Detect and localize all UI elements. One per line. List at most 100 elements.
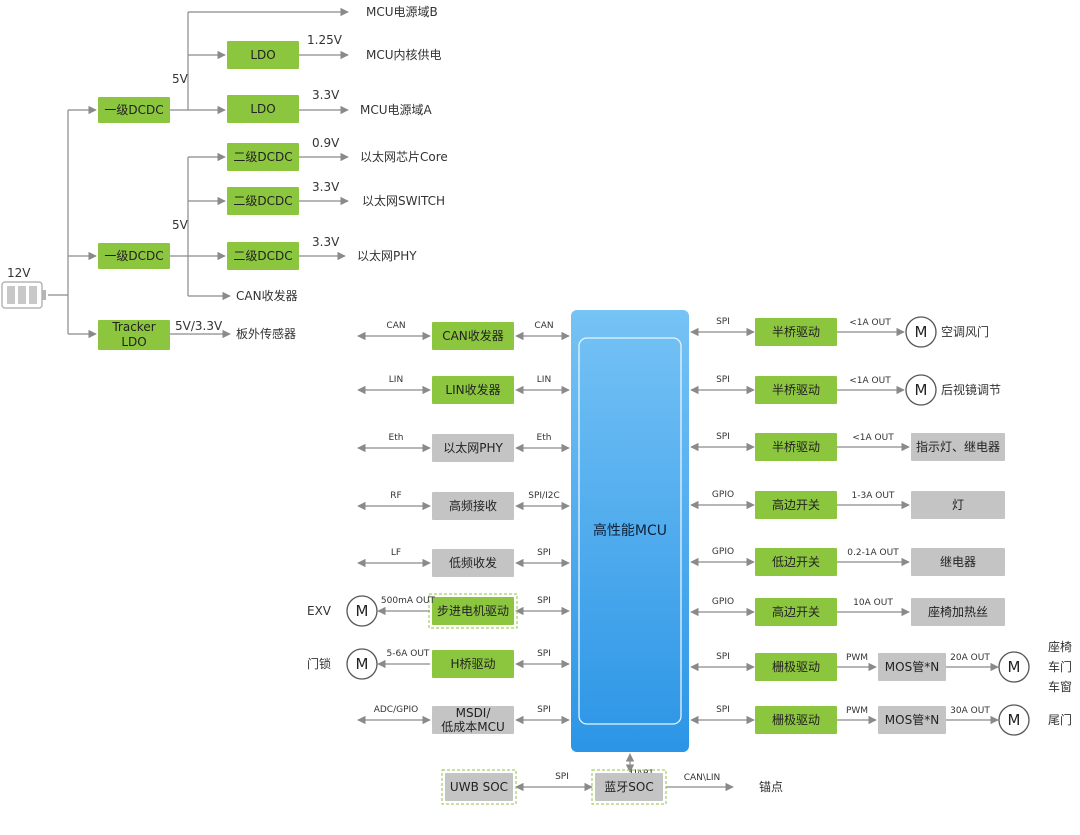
right-block-0-motor: [905, 316, 937, 348]
right-block-4-bg: [755, 548, 837, 576]
right-block-0-iface-label: SPI: [716, 317, 730, 327]
right-block-7-label: 栅极驱动: [772, 712, 820, 727]
right-block-5-iface-label: GPIO: [712, 597, 734, 607]
right-block-7-iface-label: SPI: [716, 705, 730, 715]
dcdc2-c-label: 二级DCDC: [233, 249, 292, 263]
left-block-0-bg: [432, 322, 514, 350]
right-block-2-label: 半桥驱动: [772, 440, 820, 454]
left-block-6-target: 门锁: [307, 656, 331, 671]
left-block-0-label: CAN收发器: [442, 328, 504, 343]
left-block-0-outer-label: CAN: [386, 321, 405, 331]
right-block-5-target-label: 座椅加热丝: [928, 604, 988, 619]
left-block-6-label: H桥驱动: [450, 657, 495, 671]
dcdc1-b: 一级DCDC: [98, 243, 170, 269]
right-block-6-motor: [998, 651, 1030, 683]
left-block-2-inner-label: Eth: [537, 433, 552, 443]
dcdc2-b: 二级DCDC: [227, 187, 299, 215]
left-block-7-label-2: 低成本MCU: [441, 720, 505, 734]
dcdc2-c: 二级DCDC: [227, 242, 299, 270]
left-block-5-bg: [432, 597, 514, 625]
right-block-2-iface-label: SPI: [716, 432, 730, 442]
right-block-2: 半桥驱动: [755, 433, 837, 461]
right-block-0-bg: [755, 318, 837, 346]
ldo-1-label: LDO: [250, 48, 275, 62]
right-block-3: 高边开关: [755, 491, 837, 519]
mcu-core-supply: MCU内核供电: [366, 48, 442, 62]
eth-phy-supply: 以太网PHY: [357, 248, 417, 263]
bluetooth-soc-label: 蓝牙SOC: [604, 780, 653, 794]
left-block-7: MSDI/低成本MCU: [432, 706, 514, 734]
left-block-5-outer-label: 500mA OUT: [381, 596, 436, 606]
right-block-7-out-label: 30A OUT: [950, 706, 990, 716]
right-block-6-mos-bg: [878, 653, 946, 681]
left-block-1-outer-label: LIN: [389, 375, 403, 385]
left-block-3-bg: [432, 492, 514, 520]
dcdc1-a-bg: [98, 97, 170, 123]
right-block-3-target: 灯: [911, 491, 1005, 519]
left-block-1-bg: [432, 376, 514, 404]
left-block-2: 以太网PHY: [432, 434, 514, 462]
dcdc2-c-bg: [227, 242, 299, 270]
left-block-1-label: LIN收发器: [445, 382, 500, 397]
tracker-ldo-l1: Tracker: [111, 320, 155, 334]
left-block-7-outer-label: ADC/GPIO: [374, 705, 419, 715]
right-block-1-motor: [905, 374, 937, 406]
uwb-soc: UWB SOC: [441, 769, 517, 805]
right-block-2-bg: [755, 433, 837, 461]
right-block-4: 低边开关: [755, 548, 837, 576]
right-block-5-out-label: 10A OUT: [853, 598, 893, 608]
right-block-4-iface-label: GPIO: [712, 547, 734, 557]
bluetooth-soc-outline: [591, 769, 667, 805]
right-block-3-label: 高边开关: [772, 497, 820, 512]
left-block-4-label: 低频收发: [449, 555, 497, 570]
dcdc2-a-bg: [227, 143, 299, 171]
ldo-2: LDO: [227, 95, 299, 123]
mcu-bg: [571, 310, 689, 752]
right-block-5: 高边开关: [755, 598, 837, 626]
right-block-6-iface-label: SPI: [716, 652, 730, 662]
tracker-ldo-bg: [98, 320, 170, 350]
ldo-1-bg: [227, 41, 299, 69]
v125-label: 1.25V: [307, 33, 343, 47]
left-block-6-motor-label: M: [356, 655, 369, 673]
dcdc2-b-bg: [227, 187, 299, 215]
battery-cell: [7, 286, 15, 304]
spi-label: SPI: [555, 772, 569, 782]
bluetooth-soc-bg: [595, 773, 663, 801]
ldo-2-bg: [227, 95, 299, 123]
left-block-5: 步进电机驱动: [428, 593, 518, 629]
right-block-2-target-label: 指示灯、继电器: [916, 439, 1000, 454]
left-block-5-label: 步进电机驱动: [437, 604, 509, 618]
left-block-3-outer-label: RF: [390, 491, 401, 501]
right-block-6-pwm-label: PWM: [846, 653, 868, 663]
left-block-4-outer-label: LF: [391, 548, 401, 558]
v-tracker-label: 5V/3.3V: [175, 319, 223, 333]
left-block-5-motor-label: M: [356, 602, 369, 620]
eth-switch: 以太网SWITCH: [362, 193, 445, 208]
diagram-nodes: 12V一级DCDC5VMCU电源域BLDO1.25VMCU内核供电LDO3.3V…: [1, 5, 1072, 805]
left-block-0: CAN收发器: [432, 322, 514, 350]
left-block-5-motor: [346, 595, 378, 627]
right-block-6-mos-label: MOS管*N: [885, 659, 939, 674]
left-block-3-label: 高频接收: [449, 498, 497, 513]
eth-chip-core: 以太网芯片Core: [360, 149, 448, 164]
v09-label: 0.9V: [312, 136, 340, 150]
right-block-0-out-label: <1A OUT: [849, 318, 891, 328]
dcdc1-a-label: 一级DCDC: [104, 103, 163, 117]
v33-a-label: 3.3V: [312, 88, 340, 102]
right-block-6-bg: [755, 653, 837, 681]
right-block-7-pwm-label: PWM: [846, 706, 868, 716]
right-block-7-mos-label: MOS管*N: [885, 712, 939, 727]
right-block-6-motor-label: M: [1008, 658, 1021, 676]
right-block-5-label: 高边开关: [772, 604, 820, 619]
tracker-ldo-l2: LDO: [121, 335, 146, 349]
left-block-7-bg: [432, 706, 514, 734]
battery-tip: [42, 290, 46, 300]
left-block-6-outer-label: 5-6A OUT: [387, 649, 430, 659]
left-block-6-motor: [346, 648, 378, 680]
battery-icon: [1, 281, 46, 309]
uwb-soc-bg: [445, 773, 513, 801]
mcu-inner-frame: [578, 337, 682, 725]
